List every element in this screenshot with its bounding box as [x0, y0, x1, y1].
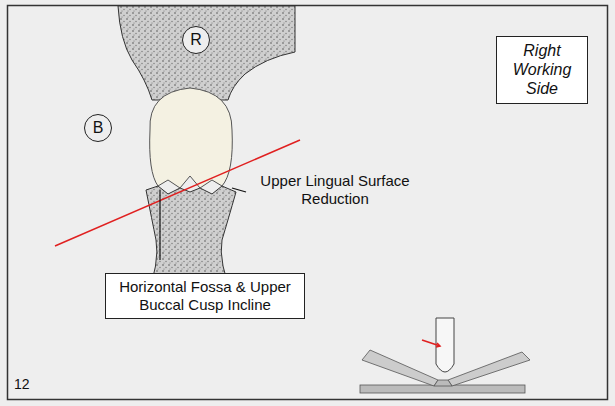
red-arrow-head — [436, 343, 440, 347]
cusp-incline — [448, 352, 530, 386]
upper-jaw — [118, 6, 295, 100]
region-circle: B — [84, 114, 112, 142]
bur — [436, 318, 454, 372]
reduction-line — [55, 140, 300, 246]
figure-number: 12 — [14, 376, 44, 393]
leader-line — [159, 190, 160, 260]
node-text: Right Working Side — [503, 41, 581, 99]
crown — [150, 88, 233, 188]
frame — [8, 6, 608, 400]
surface-label: Upper Lingual Surface Reduction — [250, 172, 420, 208]
callout-box: Horizontal Fossa & Upper Buccal Cusp Inc… — [105, 273, 305, 319]
leader-line — [232, 188, 246, 192]
region-circle: R — [182, 26, 210, 54]
node-text: Horizontal Fossa & Upper Buccal Cusp Inc… — [112, 278, 298, 314]
node-text: R — [190, 31, 202, 49]
side-box: Right Working Side — [496, 36, 588, 104]
node-text: B — [93, 119, 104, 137]
red-arrow — [422, 340, 440, 346]
cusp-incline — [362, 350, 438, 386]
fossa — [434, 380, 452, 386]
